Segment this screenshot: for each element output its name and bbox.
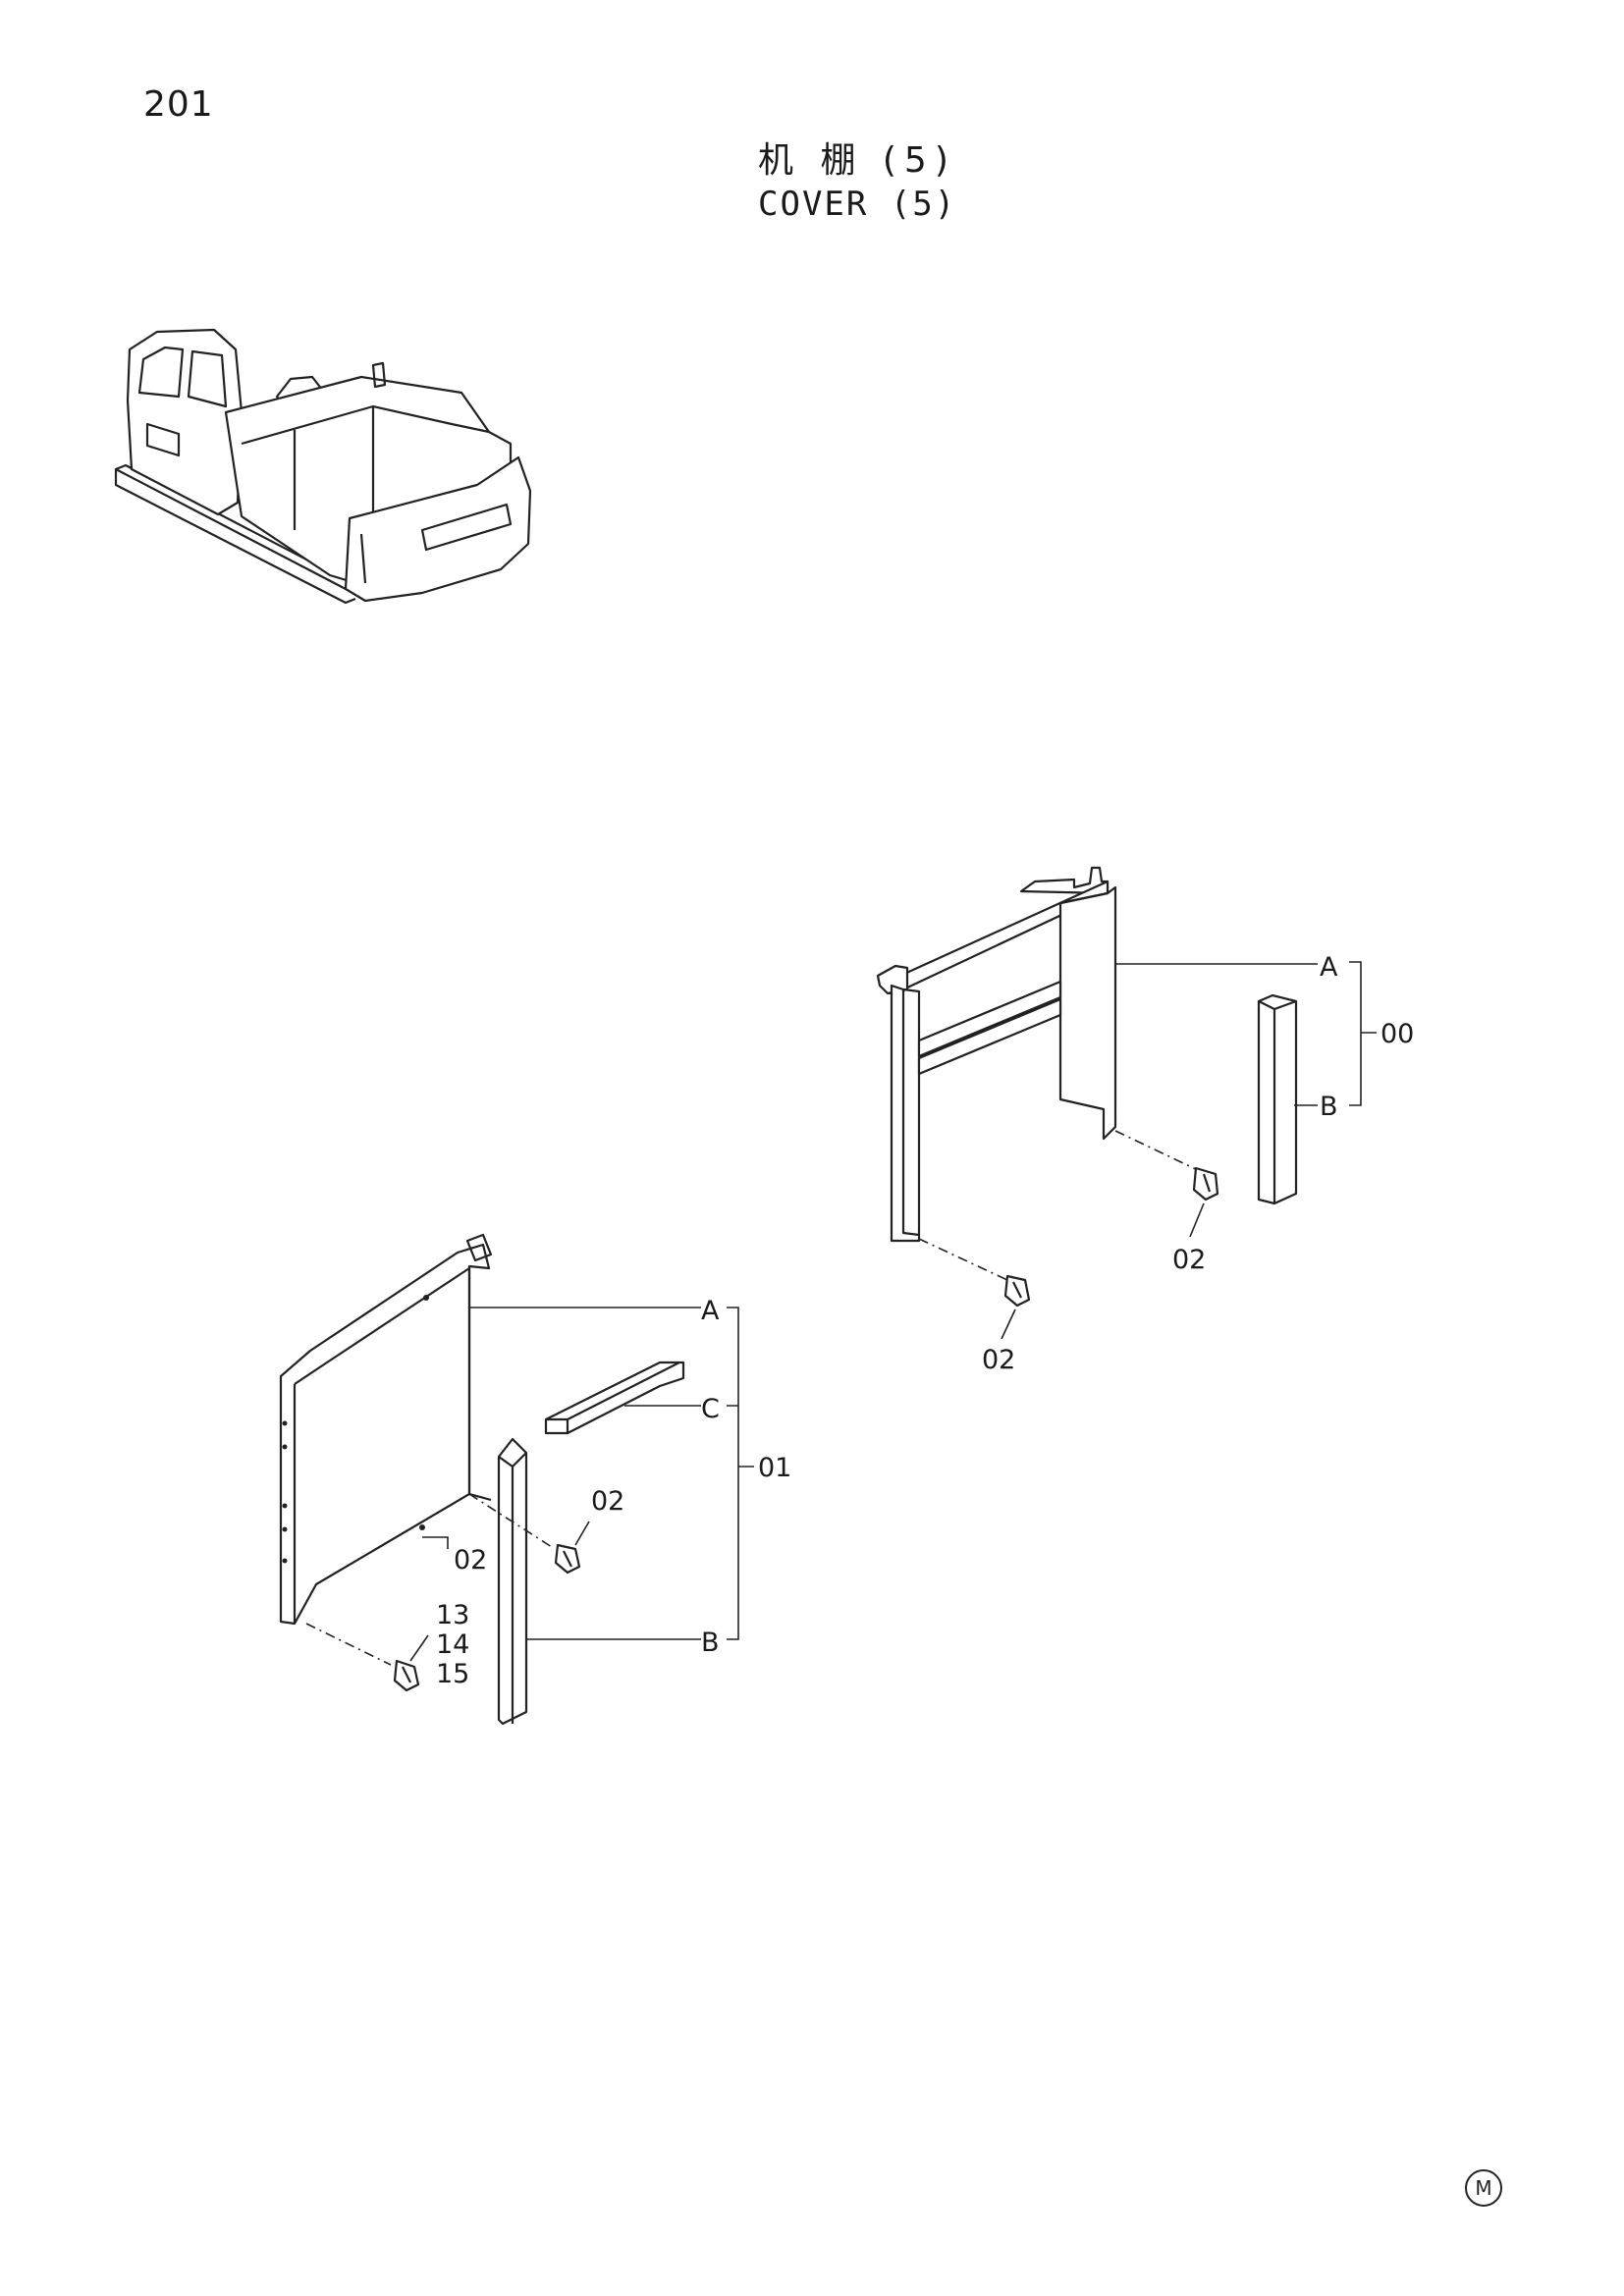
bolt-left [918,1238,1031,1308]
cover-assembly-00: A B 00 02 02 [876,866,1414,1375]
leader-bolt-left-00 [1001,1308,1016,1340]
right-post [1058,885,1117,1141]
label-a-00: A [1320,952,1338,983]
counterweight-edge [359,533,367,584]
side-panel-a [279,1243,491,1626]
cab-window-front [137,346,185,399]
right-post-top [1059,891,1109,905]
label-b-00: B [1320,1092,1338,1122]
bolt-label-14: 14 [436,1629,469,1660]
hood-panel-line [241,404,490,446]
bolt-lower-01 [305,1623,420,1692]
seal-panel-b-edge [1258,999,1297,1203]
seal-strip-b-edge [498,1452,527,1724]
label-c-01: C [701,1394,720,1424]
assembly-number-00: 00 [1380,1019,1414,1049]
cab-window-lower [145,422,181,457]
seal-panel-b [1257,993,1298,1205]
counterweight-recess [420,503,513,552]
bolt-label-upper-01: 02 [591,1486,624,1517]
crossbar-upper [917,980,1062,1058]
leader-bolt-lower-01 [409,1634,429,1662]
cover-assembly-01: A C B 01 02 02 13 14 15 [279,1233,791,1726]
assembly-number-01: 01 [758,1453,791,1483]
bolt-upper-01 [468,1493,581,1575]
cab-window-side [187,349,228,408]
leader-bolt-upper-01 [574,1521,590,1546]
crossbar-lower [917,997,1062,1076]
leader-bolt-right-00 [1189,1202,1205,1238]
page-number: 201 [143,84,214,125]
exhaust-stack [371,361,387,389]
page-title-english: COVER (5) [758,185,957,224]
panel-a-clip [465,1233,493,1262]
bolt-label-inner-01: 02 [454,1545,487,1575]
page-title-chinese: 机 棚 (5) [758,140,956,181]
excavator-deck-edge [114,469,356,605]
bolt-label-13: 13 [436,1600,469,1630]
left-post [890,984,921,1243]
excavator-cab [126,328,244,516]
label-b-01: B [701,1628,720,1658]
seal-bar-c [544,1361,685,1435]
excavator-locator-illustration [114,328,532,605]
bracket-01 [727,1307,754,1640]
bolt-label-left-00: 02 [982,1345,1015,1375]
bolt-label-15: 15 [436,1659,469,1689]
left-post-side [902,988,921,1235]
brand-mark: M [1465,2169,1502,2207]
counterweight [344,455,532,603]
leader-bolt-inner-01 [422,1536,449,1549]
bracket-00 [1349,961,1377,1106]
seal-bar-c-edge [546,1362,680,1433]
panel-a-flange [294,1267,470,1385]
bolt-right [1114,1130,1219,1201]
label-a-01: A [701,1296,720,1326]
bolt-label-right-00: 02 [1172,1245,1206,1275]
panel-a-right-edge [467,1268,492,1502]
